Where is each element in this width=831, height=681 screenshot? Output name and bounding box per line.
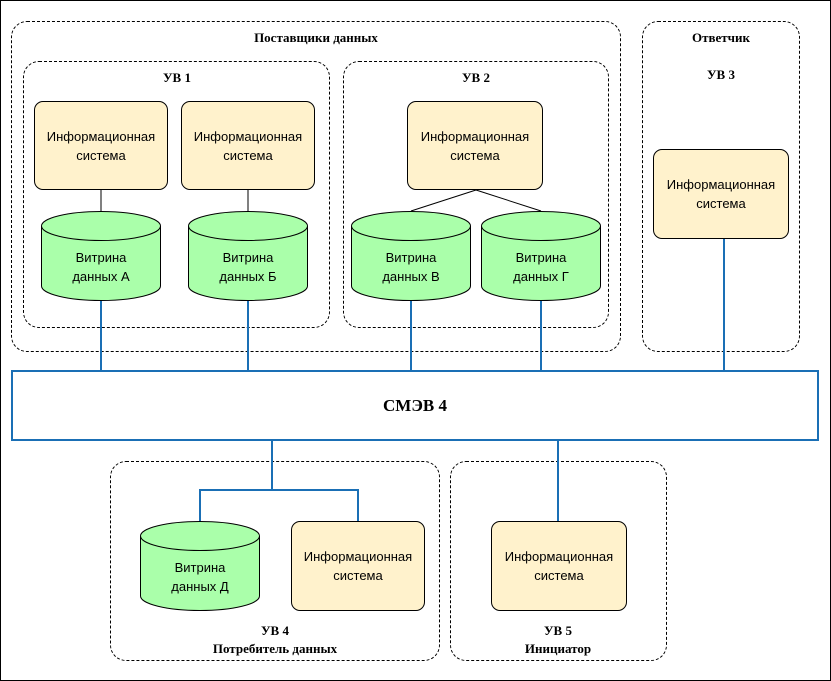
group-uv4: [110, 461, 440, 661]
smev-bus: СМЭВ 4: [11, 370, 819, 441]
uv4-subtitle: Потребитель данных: [212, 641, 338, 656]
cylinder-shape: [351, 211, 471, 301]
mart-line2: данных Д: [171, 579, 229, 594]
group-data-suppliers: [11, 21, 621, 352]
info-system-uv1-b: Информационная система: [181, 101, 315, 190]
smev-label: СМЭВ 4: [383, 395, 447, 415]
info-system-line1: Информационная: [193, 128, 303, 144]
info-system-line2: система: [450, 147, 500, 163]
cylinder-shape: [41, 211, 161, 301]
info-system-line1: Информационная: [666, 177, 776, 192]
mart-line1: Витрина: [385, 250, 437, 265]
info-system-line2: система: [696, 196, 746, 211]
cylinder-shape: [481, 211, 601, 301]
data-mart-b: Витрина данных Б: [188, 211, 308, 301]
cylinder-shape: [140, 521, 260, 611]
cylinder-shape: [188, 211, 308, 301]
mart-line1: Витрина: [75, 250, 127, 265]
data-mart-g: Витрина данных Г: [481, 211, 601, 301]
uv4-title: УВ 4: [261, 623, 289, 638]
data-mart-a: Витрина данных А: [41, 211, 161, 301]
uv3-title: УВ 3: [707, 67, 735, 82]
info-system-line2: система: [76, 147, 126, 163]
responder-title: Ответчик: [692, 30, 750, 45]
info-system-line2: система: [534, 568, 584, 583]
info-system-line2: система: [223, 147, 273, 163]
data-mart-d: Витрина данных Д: [140, 521, 260, 611]
info-system-line2: система: [333, 568, 383, 583]
uv1-title: УВ 1: [163, 70, 191, 85]
group-uv1: [23, 61, 330, 328]
uv5-subtitle: Инициатор: [524, 641, 592, 656]
mart-line2: данных А: [72, 269, 130, 284]
uv5-title: УВ 5: [544, 623, 572, 638]
info-system-uv5: Информационная система: [491, 521, 627, 611]
uv2-title: УВ 2: [462, 70, 490, 85]
info-system-line1: Информационная: [420, 128, 530, 144]
mart-line2: данных Б: [219, 269, 277, 284]
mart-line1: Витрина: [174, 560, 226, 575]
info-system-uv3: Информационная система: [653, 149, 789, 239]
group-uv2: [343, 61, 609, 328]
mart-line2: данных В: [382, 269, 440, 284]
info-system-line1: Информационная: [303, 549, 413, 564]
mart-line1: Витрина: [515, 250, 567, 265]
suppliers-title: Поставщики данных: [254, 30, 378, 45]
info-system-uv1-a: Информационная система: [34, 101, 168, 190]
info-system-uv4: Информационная система: [291, 521, 425, 611]
mart-line2: данных Г: [513, 269, 569, 284]
group-responder: [642, 21, 800, 352]
info-system-line1: Информационная: [504, 549, 614, 564]
data-mart-v: Витрина данных В: [351, 211, 471, 301]
info-system-uv2: Информационная система: [407, 101, 543, 190]
mart-line1: Витрина: [222, 250, 274, 265]
info-system-line1: Информационная: [46, 128, 156, 144]
